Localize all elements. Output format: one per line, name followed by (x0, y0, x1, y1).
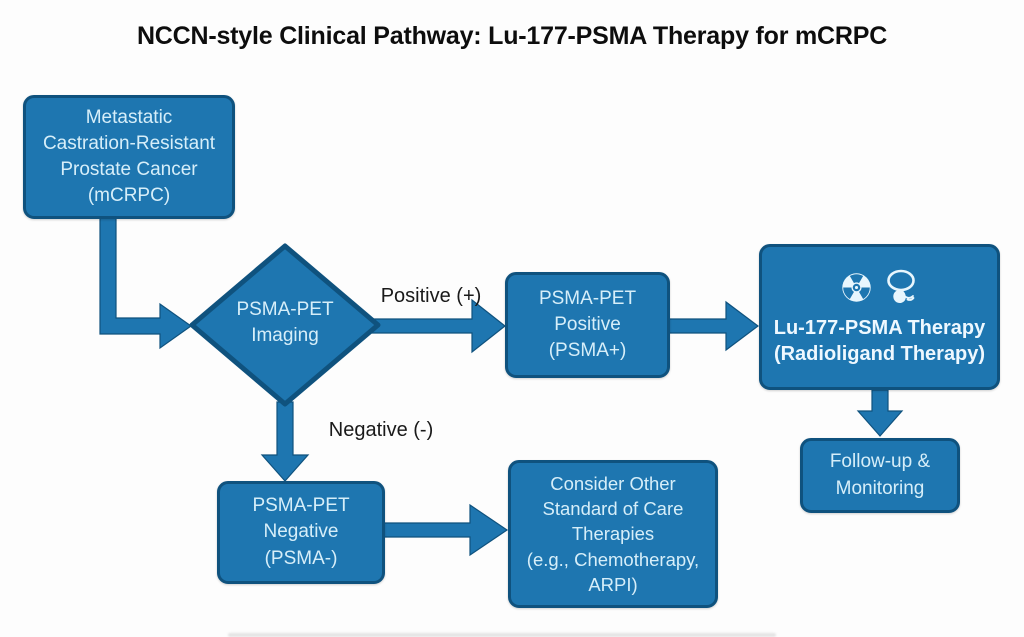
node-psma-positive-label: PSMA-PET Positive (PSMA+) (538, 287, 637, 362)
node-imaging-label: PSMA-PET Imaging (236, 299, 334, 347)
therapy-icon-row (840, 268, 919, 308)
node-other-therapies: Consider Other Standard of Care Therapie… (508, 460, 718, 608)
node-followup: Follow-up & Monitoring (800, 438, 960, 513)
prostate-icon (887, 269, 915, 303)
radiation-icon (841, 273, 872, 302)
cropped-watermark-remnant (228, 633, 776, 637)
edge-label-positive: Positive (+) (380, 285, 482, 307)
arrow-therapy-to-followup (856, 389, 904, 437)
node-other-therapies-label: Consider Other Standard of Care Therapie… (526, 473, 700, 595)
node-psma-negative: PSMA-PET Negative (PSMA-) (217, 481, 385, 584)
node-therapy-label: Lu-177-PSMA Therapy (Radioligand Therapy… (773, 316, 986, 365)
arrow-imaging-to-negative (260, 401, 310, 482)
node-mcrpc: Metastatic Castration-Resistant Prostate… (23, 95, 235, 219)
diagram-title: NCCN-style Clinical Pathway: Lu-177-PSMA… (136, 22, 888, 50)
arrow-mcrpc-to-imaging (99, 217, 193, 350)
arrow-imaging-to-positive (371, 298, 506, 354)
edge-label-negative: Negative (-) (328, 419, 434, 441)
node-therapy: Lu-177-PSMA Therapy (Radioligand Therapy… (759, 244, 1000, 390)
arrow-negative-to-other (382, 503, 509, 557)
arrow-positive-to-therapy (667, 300, 759, 352)
node-followup-label: Follow-up & Monitoring (829, 451, 931, 499)
node-psma-negative-label: PSMA-PET Negative (PSMA-) (252, 495, 350, 569)
node-psma-positive: PSMA-PET Positive (PSMA+) (505, 272, 670, 378)
node-imaging-shape (189, 243, 381, 407)
node-mcrpc-label: Metastatic Castration-Resistant Prostate… (42, 106, 216, 207)
